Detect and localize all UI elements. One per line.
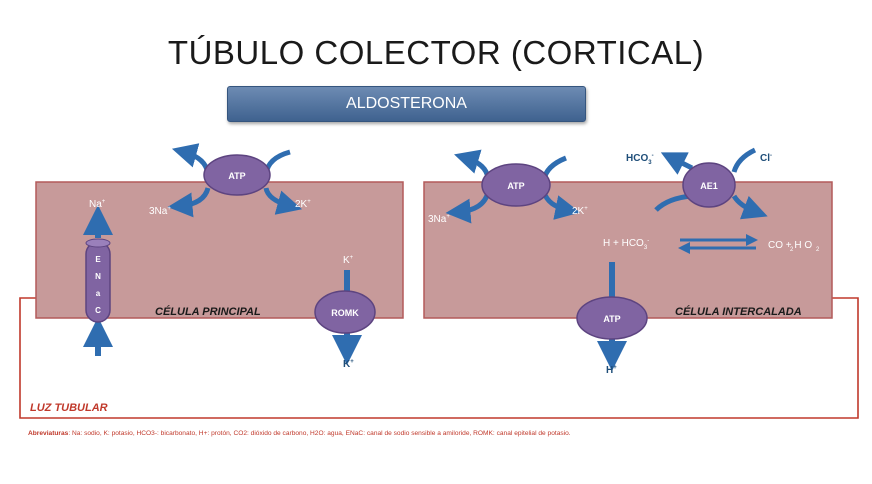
principal-cell-label: CÉLULA PRINCIPAL <box>155 305 261 318</box>
cl-label: Cl- <box>760 153 772 164</box>
aldosterone-banner: ALDOSTERONA <box>227 86 586 122</box>
intercalated-atp-label: ATP <box>507 181 524 191</box>
enac-letter-1: E <box>95 255 101 264</box>
principal-k-out-label: 2K+ <box>295 199 311 210</box>
enac-letter-4: C <box>95 306 101 315</box>
enac-letter-3: a <box>96 289 101 298</box>
principal-na-in-label: 3Na+ <box>149 206 171 217</box>
reaction-left-label: H + HCO3- <box>603 238 649 251</box>
lumen-outline <box>19 297 859 419</box>
intercalated-cell-label: CÉLULA INTERCALADA <box>675 305 802 318</box>
intercalated-atpase <box>445 149 581 224</box>
romk-label: ROMK <box>331 308 359 318</box>
enac-channel <box>83 205 113 356</box>
abbreviations-footnote: Abreviaturas: Na: sodio, K: potasio, HCO… <box>28 430 868 437</box>
hco3-label: HCO3- <box>626 153 654 166</box>
page-title: TÚBULO COLECTOR (CORTICAL) <box>167 34 705 71</box>
h-atpase-label: ATP <box>603 314 620 324</box>
enac-letter-2: N <box>95 272 101 281</box>
intercalated-na-in-label: 3Na+ <box>428 214 450 225</box>
romk-channel <box>314 270 376 365</box>
ae1-exchanger <box>654 147 768 220</box>
co2-subscript: 2 <box>790 247 794 253</box>
h-out-label: H+ <box>606 365 617 376</box>
lumen-label: LUZ TUBULAR <box>30 402 108 414</box>
reaction-right-label: CO + H O <box>768 240 812 251</box>
h-atpase <box>576 262 648 371</box>
principal-atp-label: ATP <box>228 171 245 181</box>
principal-atpase <box>167 143 303 218</box>
romk-k-bottom-label: K+ <box>343 359 354 370</box>
footnote-text: : Na: sodio, K: potasio, HCO3-: bicarbon… <box>68 430 571 437</box>
romk-k-top-label: K+ <box>343 255 354 266</box>
footnote-heading: Abreviaturas <box>28 430 69 437</box>
intercalated-k-out-label: 2K+ <box>572 206 588 217</box>
reaction-arrow <box>678 234 758 254</box>
enac-na-label: Na+ <box>89 199 106 210</box>
ae1-label: AE1 <box>700 181 718 191</box>
h2o-subscript: 2 <box>816 247 820 253</box>
